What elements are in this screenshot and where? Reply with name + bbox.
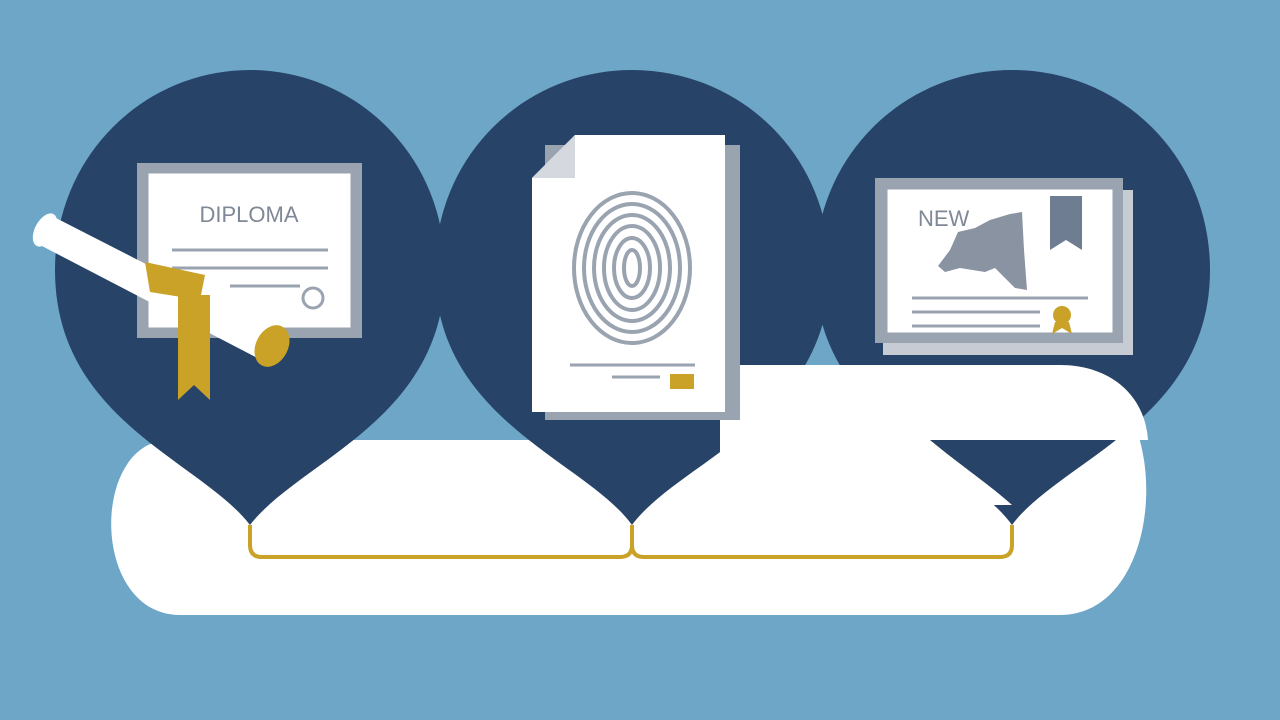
new-york-map-icon <box>938 212 1027 290</box>
fingerprint-document-icon <box>532 135 740 420</box>
diploma-label: DIPLOMA <box>199 202 298 227</box>
diploma-icon: DIPLOMA <box>32 163 362 400</box>
track-front <box>720 365 1148 505</box>
gold-connector <box>248 525 1014 559</box>
new-york-license-icon: NEW <box>875 178 1133 355</box>
scroll-icon <box>32 213 290 400</box>
license-label: NEW <box>918 206 970 231</box>
fingerprint-icon <box>572 191 692 345</box>
